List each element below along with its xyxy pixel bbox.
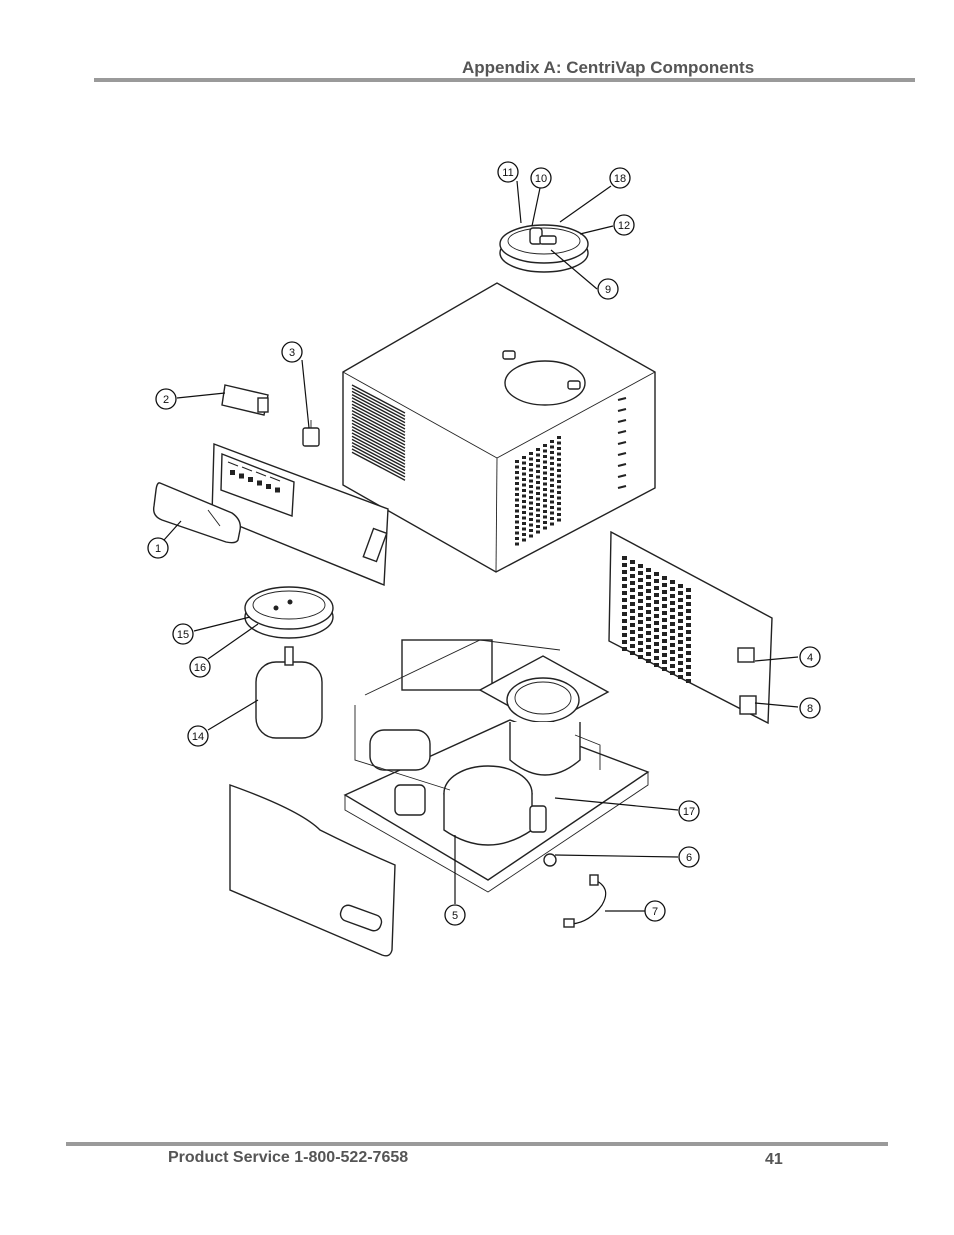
refrigerant-tank (255, 646, 323, 739)
callout-9: 9 (597, 278, 619, 300)
svg-text:17: 17 (683, 806, 695, 818)
callout-5: 5 (444, 904, 466, 926)
callout-6: 6 (678, 846, 700, 868)
svg-text:6: 6 (686, 852, 692, 864)
footer-page-number: 41 (765, 1151, 783, 1168)
callout-7: 7 (644, 900, 666, 922)
callout-11: 11 (497, 161, 519, 183)
svg-text:1: 1 (155, 543, 161, 555)
cabinet-side-slots (617, 397, 627, 489)
callout-12: 12 (613, 214, 635, 236)
callout-18: 18 (609, 167, 631, 189)
cabinet-cover (342, 282, 656, 573)
chamber-lid (244, 586, 334, 639)
svg-text:11: 11 (502, 167, 513, 179)
front-control-panel (211, 443, 389, 587)
front-skirt-panel (229, 784, 396, 957)
footer-rule (66, 1142, 888, 1146)
callout-3: 3 (281, 341, 303, 363)
svg-text:14: 14 (192, 731, 204, 743)
control-card (221, 384, 269, 416)
svg-text:9: 9 (605, 284, 611, 296)
svg-text:12: 12 (618, 220, 630, 232)
cabinet-left-vents (351, 384, 406, 481)
callout-15: 15 (172, 623, 194, 645)
callout-10: 10 (530, 167, 552, 189)
svg-text:8: 8 (807, 703, 813, 715)
svg-text:7: 7 (652, 906, 658, 918)
callout-8: 8 (799, 697, 821, 719)
callout-1: 1 (147, 537, 169, 559)
callout-17: 17 (678, 800, 700, 822)
lid-assembly (499, 224, 589, 273)
panel-keypad (227, 461, 281, 493)
refrigeration-chassis (343, 639, 650, 893)
rear-panel (608, 530, 773, 725)
svg-text:3: 3 (289, 347, 295, 359)
svg-text:15: 15 (177, 629, 189, 641)
cabinet-front-vents (515, 436, 561, 546)
footer-product-service: Product Service 1-800-522-7658 (168, 1149, 409, 1166)
header-rule (94, 78, 915, 82)
callout-16: 16 (189, 656, 211, 678)
power-cord (563, 874, 607, 928)
callout-14: 14 (187, 725, 209, 747)
header-title: Appendix A: CentriVap Components (462, 58, 755, 77)
callout-2: 2 (155, 388, 177, 410)
svg-text:5: 5 (452, 910, 458, 922)
svg-text:10: 10 (535, 173, 547, 185)
svg-text:4: 4 (807, 652, 813, 664)
front-overlay (152, 482, 242, 544)
switch-part (302, 420, 320, 447)
svg-text:2: 2 (163, 394, 169, 406)
svg-text:16: 16 (194, 662, 206, 674)
svg-text:18: 18 (614, 173, 626, 185)
leader-lines (163, 180, 799, 912)
callout-4: 4 (799, 646, 821, 668)
rear-panel-vents (622, 556, 691, 683)
